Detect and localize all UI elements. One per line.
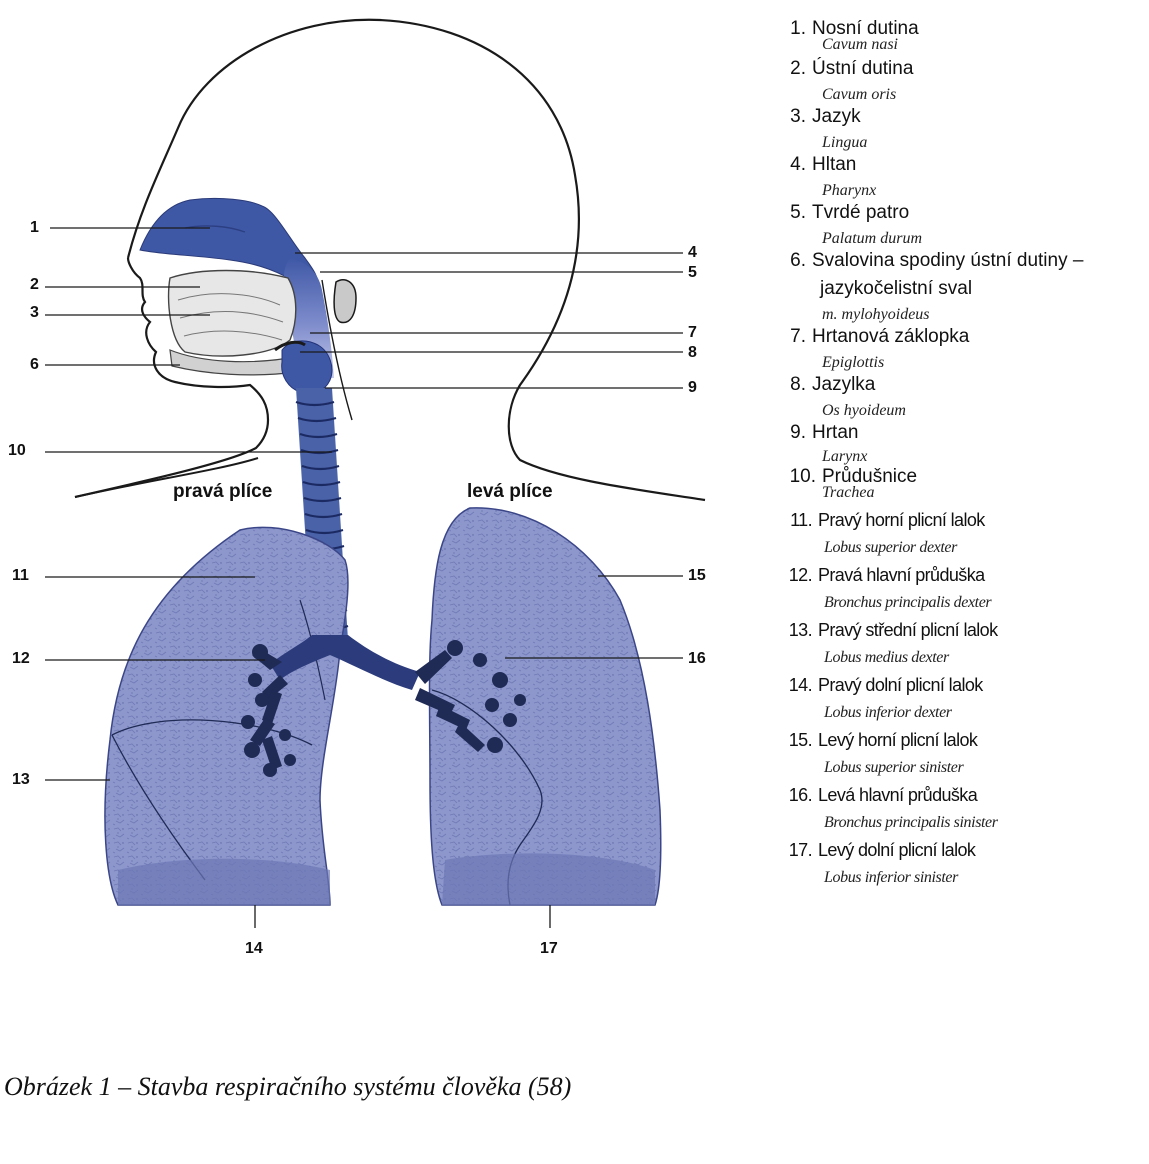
legend-latin: Os hyoideum: [770, 402, 1145, 420]
legend-latin: Epiglottis: [770, 354, 1145, 372]
legend-item: 13.Pravý střední plicní lalok Lobus medi…: [770, 620, 1145, 667]
legend-number: 2.: [770, 58, 812, 80]
left-lung-label: levá plíce: [467, 481, 553, 503]
legend-czech: Levá hlavní průduška: [818, 785, 977, 806]
legend-number: 1.: [770, 18, 812, 40]
legend-latin: Cavum nasi: [770, 36, 1145, 54]
legend-czech: Svalovina spodiny ústní dutiny –: [812, 250, 1083, 272]
legend-number: 8.: [770, 374, 812, 396]
legend-latin: m. mylohyoideus: [770, 306, 1145, 324]
legend-item: 10.Průdušnice Trachea: [770, 466, 1145, 502]
legend-czech: Levý dolní plicní lalok: [818, 840, 975, 861]
legend-latin: Pharynx: [770, 182, 1145, 200]
respiratory-diagram: 1 2 3 4 5 6 7 8 9 10 11 12 13 14 15 16 1…: [0, 0, 730, 1000]
figure-caption: Obrázek 1 – Stavba respiračního systému …: [4, 1072, 571, 1102]
head-outline: [128, 20, 705, 500]
legend-item: 4.Hltan Pharynx: [770, 154, 1145, 200]
legend-number: 6.: [770, 250, 812, 272]
legend-number: 11.: [770, 510, 818, 531]
legend: 1.Nosní dutina Cavum nasi 2.Ústní dutina…: [770, 18, 1145, 887]
respiratory-illustration: [0, 0, 730, 1000]
legend-czech: Jazyk: [812, 106, 861, 128]
legend-czech: Ústní dutina: [812, 58, 913, 80]
legend-latin: Lobus superior dexter: [770, 539, 1145, 557]
legend-number: 7.: [770, 326, 812, 348]
legend-item: 14.Pravý dolní plicní lalok Lobus inferi…: [770, 675, 1145, 722]
legend-latin: Bronchus principalis sinister: [770, 814, 1145, 832]
callout-3: 3: [30, 304, 39, 322]
legend-czech: Pravý dolní plicní lalok: [818, 675, 983, 696]
legend-number: 15.: [770, 730, 818, 751]
legend-czech: Hrtan: [812, 422, 858, 444]
legend-item: 11.Pravý horní plicní lalok Lobus superi…: [770, 510, 1145, 557]
legend-czech: Pravá hlavní průduška: [818, 565, 985, 586]
legend-czech: Pravý horní plicní lalok: [818, 510, 985, 531]
callout-17: 17: [540, 940, 558, 958]
legend-item: 12.Pravá hlavní průduška Bronchus princi…: [770, 565, 1145, 612]
legend-item: 6.Svalovina spodiny ústní dutiny – jazyk…: [770, 250, 1145, 324]
callout-9: 9: [688, 379, 697, 397]
legend-latin: Cavum oris: [770, 86, 1145, 104]
legend-latin: Trachea: [770, 484, 1145, 502]
legend-item: 1.Nosní dutina Cavum nasi: [770, 18, 1145, 54]
right-lung: [105, 527, 348, 905]
legend-number: 3.: [770, 106, 812, 128]
right-lung-label: pravá plíce: [173, 481, 272, 503]
legend-item: 2.Ústní dutina Cavum oris: [770, 58, 1145, 104]
legend-item: 9.Hrtan Larynx: [770, 422, 1145, 466]
legend-latin: Palatum durum: [770, 230, 1145, 248]
legend-number: 12.: [770, 565, 818, 586]
legend-item: 17.Levý dolní plicní lalok Lobus inferio…: [770, 840, 1145, 887]
callout-7: 7: [688, 324, 697, 342]
callout-2: 2: [30, 276, 39, 294]
legend-number: 17.: [770, 840, 818, 861]
legend-number: 4.: [770, 154, 812, 176]
callout-1: 1: [30, 219, 39, 237]
legend-czech-continued: jazykočelistní sval: [770, 278, 1145, 300]
legend-latin: Bronchus principalis dexter: [770, 594, 1145, 612]
legend-czech: Hltan: [812, 154, 856, 176]
callout-5: 5: [688, 264, 697, 282]
oral-cavity: [169, 271, 296, 357]
ear: [334, 280, 356, 323]
callout-8: 8: [688, 344, 697, 362]
legend-number: 9.: [770, 422, 812, 444]
legend-czech: Tvrdé patro: [812, 202, 909, 224]
callout-6: 6: [30, 356, 39, 374]
callout-15: 15: [688, 567, 706, 585]
callout-10: 10: [8, 442, 26, 460]
legend-czech: Pravý střední plicní lalok: [818, 620, 997, 641]
callout-12: 12: [12, 650, 30, 668]
callout-14: 14: [245, 940, 263, 958]
legend-latin: Lobus inferior sinister: [770, 869, 1145, 887]
legend-latin: Lobus medius dexter: [770, 649, 1145, 667]
legend-item: 5.Tvrdé patro Palatum durum: [770, 202, 1145, 248]
legend-czech: Levý horní plicní lalok: [818, 730, 977, 751]
legend-item: 3.Jazyk Lingua: [770, 106, 1145, 152]
callout-16: 16: [688, 650, 706, 668]
legend-number: 13.: [770, 620, 818, 641]
legend-latin: Lobus inferior dexter: [770, 704, 1145, 722]
legend-item: 16.Levá hlavní průduška Bronchus princip…: [770, 785, 1145, 832]
legend-number: 10.: [770, 466, 822, 488]
callout-4: 4: [688, 244, 697, 262]
legend-number: 5.: [770, 202, 812, 224]
legend-latin: Lobus superior sinister: [770, 759, 1145, 777]
legend-number: 14.: [770, 675, 818, 696]
legend-number: 16.: [770, 785, 818, 806]
legend-item: 15.Levý horní plicní lalok Lobus superio…: [770, 730, 1145, 777]
legend-czech: Hrtanová záklopka: [812, 326, 969, 348]
legend-item: 8.Jazylka Os hyoideum: [770, 374, 1145, 420]
legend-latin: Larynx: [770, 448, 1145, 466]
left-lung: [430, 508, 661, 905]
legend-item: 7.Hrtanová záklopka Epiglottis: [770, 326, 1145, 372]
legend-latin: Lingua: [770, 134, 1145, 152]
callout-13: 13: [12, 771, 30, 789]
callout-11: 11: [12, 567, 29, 585]
legend-czech: Jazylka: [812, 374, 875, 396]
